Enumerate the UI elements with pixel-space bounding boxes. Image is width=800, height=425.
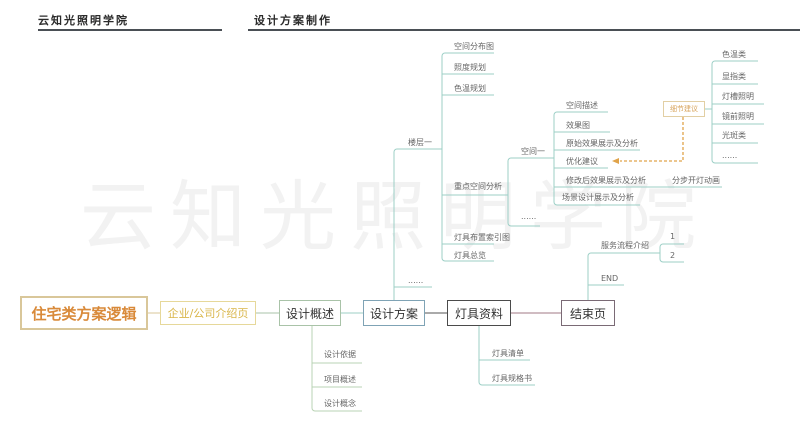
brand-title: 云知光照明学院 — [38, 14, 129, 27]
design-plan-more: ...... — [408, 276, 424, 285]
fixture-child-spec[interactable]: 灯具规格书 — [492, 374, 532, 383]
space-one-node[interactable]: 空间一 — [521, 147, 545, 156]
tip-child-cove-lighting[interactable]: 灯槽照明 — [722, 92, 754, 101]
root-node[interactable]: 住宅类方案逻辑 — [20, 296, 148, 330]
detail-tip-node[interactable]: 细节建议 — [663, 101, 705, 117]
tip-child-color-temp[interactable]: 色温类 — [722, 50, 746, 59]
space-child-optimization[interactable]: 优化建议 — [566, 157, 598, 166]
space-child-modified-analysis[interactable]: 修改后效果展示及分析 — [566, 176, 646, 185]
step-lighting-animation[interactable]: 分步开灯动画 — [672, 176, 720, 185]
floor-one-node[interactable]: 楼层一 — [408, 138, 432, 147]
overview-child-basis[interactable]: 设计依据 — [324, 350, 356, 359]
end-label[interactable]: END — [601, 274, 619, 283]
fixture-child-list[interactable]: 灯具清单 — [492, 349, 524, 358]
key-space-more: ...... — [521, 212, 537, 221]
service-process-node[interactable]: 服务流程介绍 — [601, 241, 649, 250]
space-child-description[interactable]: 空间描述 — [566, 101, 598, 110]
fixture-info-node[interactable]: 灯具资料 — [447, 300, 511, 326]
section-underline — [248, 29, 800, 31]
service-step-1[interactable]: 1 — [670, 232, 676, 241]
floor-child-fixture-index[interactable]: 灯具布置索引图 — [454, 233, 510, 242]
tip-child-light-spot[interactable]: 光斑类 — [722, 131, 746, 140]
brand-underline — [38, 29, 222, 31]
section-title: 设计方案制作 — [254, 14, 332, 27]
floor-child-color-temp[interactable]: 色温规划 — [454, 84, 486, 93]
floor-child-fixture-overview[interactable]: 灯具总览 — [454, 251, 486, 260]
service-step-2[interactable]: 2 — [670, 251, 676, 260]
floor-child-key-space[interactable]: 重点空间分析 — [454, 182, 502, 191]
tip-child-cri[interactable]: 显指类 — [722, 72, 746, 81]
floor-child-illuminance[interactable]: 照度规划 — [454, 63, 486, 72]
company-intro-node[interactable]: 企业/公司介绍页 — [160, 301, 256, 325]
design-overview-node[interactable]: 设计概述 — [279, 300, 341, 326]
overview-child-project[interactable]: 项目概述 — [324, 375, 356, 384]
space-child-scene-design[interactable]: 场景设计展示及分析 — [562, 193, 634, 202]
space-child-original-analysis[interactable]: 原始效果展示及分析 — [566, 139, 638, 148]
tip-child-mirror-lighting[interactable]: 镜前照明 — [722, 112, 754, 121]
space-child-rendering[interactable]: 效果图 — [566, 121, 590, 130]
overview-child-concept[interactable]: 设计概念 — [324, 399, 356, 408]
design-plan-node[interactable]: 设计方案 — [363, 300, 425, 326]
tip-child-more: ...... — [722, 151, 738, 160]
end-page-node[interactable]: 结束页 — [561, 300, 615, 326]
floor-child-space-layout[interactable]: 空间分布图 — [454, 42, 494, 51]
